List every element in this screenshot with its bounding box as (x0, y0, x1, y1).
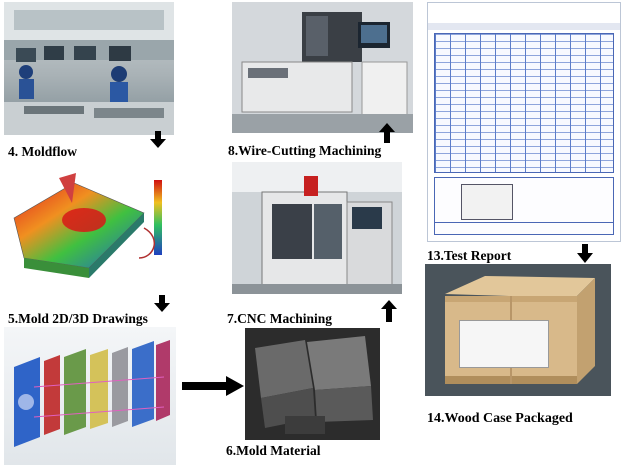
wire-cutting-machine-photo (232, 2, 413, 133)
cnc-illustration (232, 162, 402, 294)
report-header-block (428, 7, 620, 22)
mold-3d-drawing-image (4, 327, 176, 465)
arrow-up-icon (381, 300, 397, 322)
divider (435, 222, 613, 223)
arrow-up-icon (379, 123, 395, 143)
step-moldflow-label: 4. Moldflow (8, 144, 77, 159)
package-label-sheet (459, 320, 549, 368)
step-cnc-label: 7.CNC Machining (227, 311, 333, 326)
design-office-photo (4, 2, 174, 135)
arrow-down-icon (154, 295, 170, 312)
step-material-label: 6.Mold Material (226, 443, 321, 458)
arrow-down-icon (577, 244, 593, 263)
arrow-right-icon (182, 376, 244, 396)
step-drawings-label: 5.Mold 2D/3D Drawings (8, 311, 148, 326)
part-sketch (461, 184, 513, 220)
step-wood-case-label: 14.Wood Case Packaged (427, 411, 573, 426)
mold-exploded-illustration (14, 340, 170, 447)
arrow-down-icon (150, 131, 166, 148)
steel-blocks-illustration (245, 328, 380, 440)
wire-machine-illustration (232, 2, 413, 133)
test-report-document (427, 2, 621, 242)
report-appearance-section (434, 177, 614, 235)
moldflow-illustration (13, 173, 162, 278)
report-title-bar (428, 23, 620, 30)
step-wire-cutting-label: 8.Wire-Cutting Machining (228, 143, 382, 158)
step-test-report-label: 13.Test Report (427, 248, 512, 263)
wood-case-illustration (425, 264, 611, 396)
report-measurement-table (434, 33, 614, 173)
moldflow-simulation-image (4, 158, 174, 293)
cnc-machine-photo (232, 162, 402, 294)
wood-case-photo (425, 264, 611, 396)
mold-material-photo (245, 328, 380, 440)
office-illustration (4, 2, 174, 135)
